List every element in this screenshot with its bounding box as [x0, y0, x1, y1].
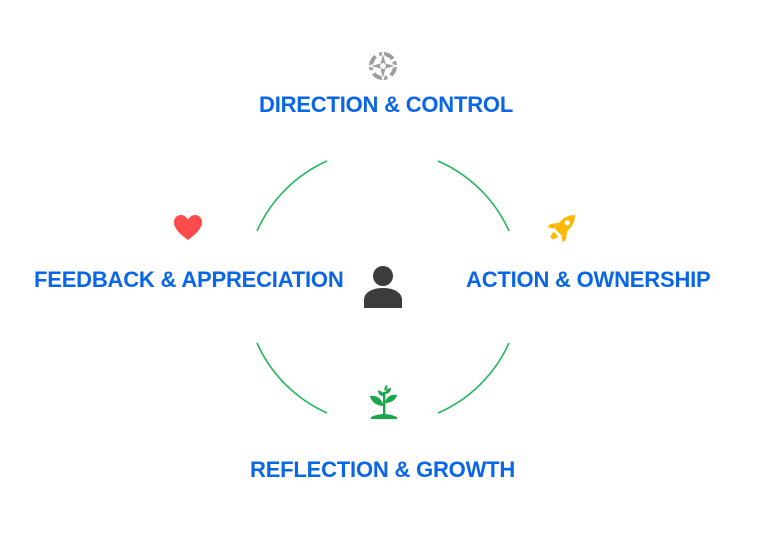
arc-top-left: [256, 160, 328, 232]
heart-icon: [173, 214, 203, 242]
label-feedback-appreciation: FEEDBACK & APPRECIATION: [34, 267, 344, 292]
label-direction-control: DIRECTION & CONTROL: [259, 92, 514, 117]
label-reflection-growth: REFLECTION & GROWTH: [250, 457, 516, 482]
person-icon: [362, 265, 404, 309]
arc-bottom-left: [256, 342, 328, 414]
sprout-icon: [369, 384, 399, 420]
label-action-ownership: ACTION & OWNERSHIP: [466, 267, 711, 292]
compass-icon: [366, 49, 400, 83]
rocket-icon: [544, 208, 582, 246]
arc-top-right: [437, 160, 510, 232]
arc-bottom-right: [437, 342, 510, 414]
